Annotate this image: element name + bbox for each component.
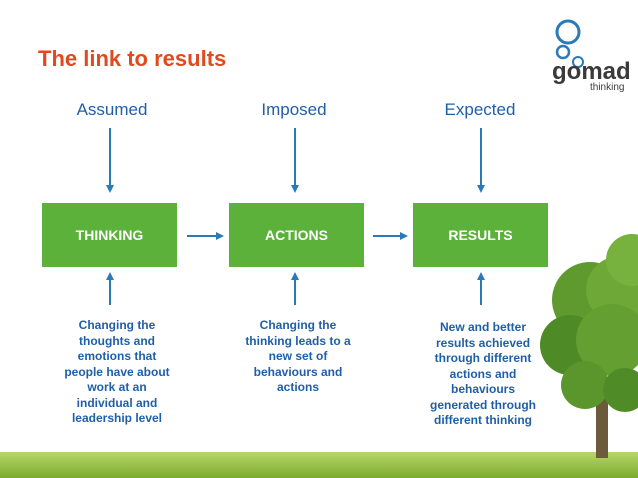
box-actions: ACTIONS bbox=[229, 203, 364, 267]
tree bbox=[540, 234, 638, 458]
note-thinking: Changing the thoughts and emotions that … bbox=[64, 318, 170, 425]
grass bbox=[0, 452, 638, 478]
box-actions-label: ACTIONS bbox=[265, 227, 328, 243]
heading-imposed: Imposed bbox=[261, 100, 327, 119]
logo-subtext: thinking bbox=[590, 82, 625, 93]
box-thinking-label: THINKING bbox=[75, 227, 144, 243]
gomad-logo: gomad thinking bbox=[540, 14, 632, 94]
heading-assumed: Assumed bbox=[76, 100, 148, 119]
note-results: New and better results achieved through … bbox=[429, 320, 536, 427]
box-results: RESULTS bbox=[413, 203, 548, 267]
note-actions: Changing the thinking leads to a new set… bbox=[245, 318, 351, 394]
heading-expected: Expected bbox=[444, 100, 516, 119]
box-thinking: THINKING bbox=[42, 203, 177, 267]
box-results-label: RESULTS bbox=[448, 227, 513, 243]
logo-text: gomad bbox=[552, 58, 631, 85]
page-title: The link to results bbox=[38, 46, 227, 71]
